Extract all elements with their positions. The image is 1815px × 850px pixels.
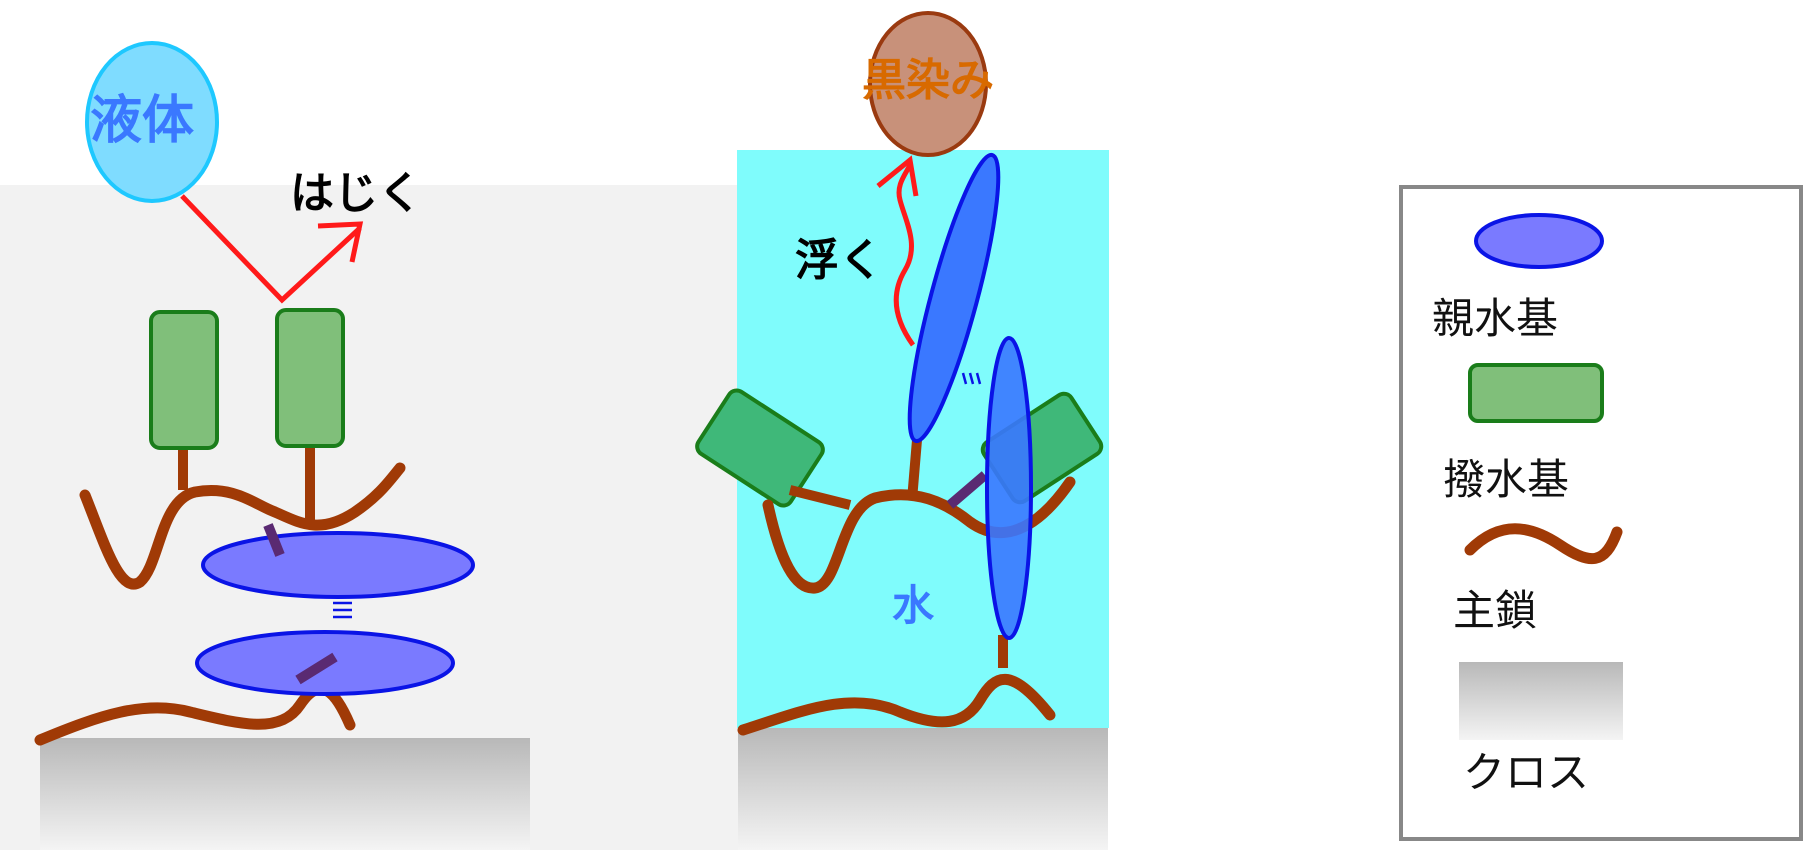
legend-hydrophilic-icon xyxy=(1474,213,1604,269)
liquid-droplet xyxy=(85,41,219,203)
legend-frame xyxy=(1399,185,1803,841)
hydrophilic-group-ellipse xyxy=(201,531,475,599)
legend-main-chain-icon xyxy=(1464,523,1623,565)
right-chain-arm xyxy=(946,471,989,509)
stain-droplet xyxy=(868,11,988,157)
repel-arrowhead xyxy=(317,221,364,263)
hydrogen-bond-mark xyxy=(961,372,982,385)
legend-hydrophobic-icon xyxy=(1468,363,1604,423)
legend-label-cloth: クロス xyxy=(1463,748,1589,797)
left-cloth-block xyxy=(40,738,530,850)
repel-label: はじく xyxy=(290,168,422,219)
hydrophilic-group-ellipse xyxy=(985,336,1033,640)
legend-label-hydrophilic: 親水基 xyxy=(1432,294,1558,343)
float-arrow xyxy=(893,163,916,347)
float-arrowhead xyxy=(876,155,919,197)
right-main-chain-lower xyxy=(737,673,1056,736)
left-chain-branch xyxy=(295,652,338,685)
hydrophobic-group-rect xyxy=(149,310,219,450)
right-chain-arm xyxy=(788,485,852,510)
hydrogen-bond-mark xyxy=(333,601,352,619)
float-label: 浮く xyxy=(795,235,883,286)
hydrophilic-group-ellipse xyxy=(907,152,1001,444)
legend: 親水基 撥水基 主鎖 クロス xyxy=(1399,185,1803,841)
right-cloth-block xyxy=(738,728,1108,850)
legend-cloth-icon xyxy=(1459,662,1623,740)
right-chain-stem xyxy=(907,439,922,501)
legend-label-hydrophobic: 撥水基 xyxy=(1443,455,1569,504)
stain-label: 黒染み xyxy=(862,55,994,106)
left-main-chain-upper xyxy=(79,462,406,590)
liquid-label: 液体 xyxy=(90,91,194,151)
hydrophobic-group-rect xyxy=(695,388,825,508)
water-label: 水 xyxy=(892,581,935,630)
repel-arrow xyxy=(180,194,362,304)
legend-label-main-chain: 主鎖 xyxy=(1453,586,1537,635)
right-panel: 黒染み 浮く 水 xyxy=(695,11,1109,850)
hydrophobic-group-rect xyxy=(275,308,345,448)
left-chain-branch xyxy=(263,523,285,557)
